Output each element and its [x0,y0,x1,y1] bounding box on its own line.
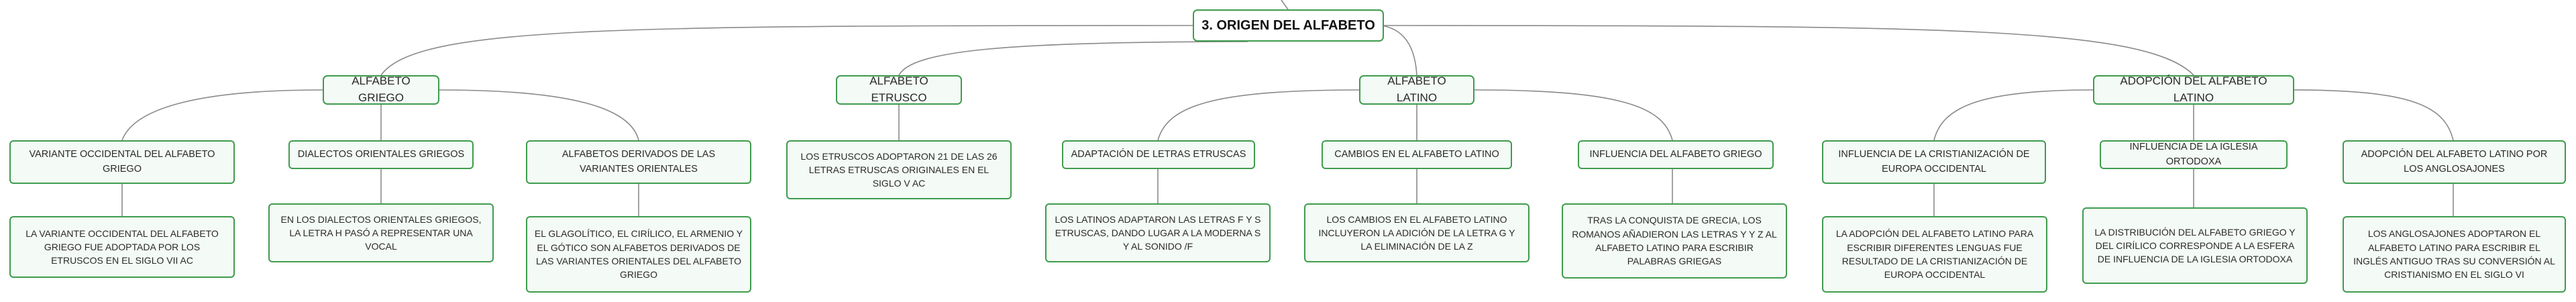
connector-root-griego [380,25,1193,76]
topic-anglosajones[interactable]: ADOPCIÓN DEL ALFABETO LATINO POR LOS ANG… [2343,140,2566,184]
topic-adaptacion-letras-etruscas[interactable]: ADAPTACIÓN DE LETRAS ETRUSCAS [1062,140,1255,169]
topic-alfabetos-derivados[interactable]: ALFABETOS DERIVADOS DE LAS VARIANTES ORI… [526,140,751,184]
connector-latino-influencia [1474,89,1673,141]
topic-cambios-alfabeto-latino[interactable]: CAMBIOS EN EL ALFABETO LATINO [1322,140,1512,169]
connector-root-adopcion [1383,25,2194,76]
topic-influencia-alfabeto-griego[interactable]: INFLUENCIA DEL ALFABETO GRIEGO [1578,140,1774,169]
detail-etrusco[interactable]: LOS ETRUSCOS ADOPTARON 21 DE LAS 26 LETR… [786,140,1012,199]
connector-latino-adaptacion [1157,89,1360,141]
connector-root-etrusco [898,41,1248,76]
root-node[interactable]: 3. ORIGEN DEL ALFABETO [1193,9,1384,42]
detail-influencia-griego[interactable]: TRAS LA CONQUISTA DE GRECIA, LOS ROMANOS… [1562,203,1787,279]
connector-griego-derivados [438,89,639,141]
connector-griego-variante [121,89,323,141]
branch-alfabeto-latino[interactable]: ALFABETO LATINO [1359,74,1474,105]
root-incoming-connector [1281,0,1289,10]
connector-root-latino [1381,25,1417,76]
detail-variante-occidental[interactable]: LA VARIANTE OCCIDENTAL DEL ALFABETO GRIE… [9,216,235,278]
detail-iglesia-ortodoxa[interactable]: LA DISTRIBUCIÓN DEL ALFABETO GRIEGO Y DE… [2082,207,2308,284]
topic-variante-occidental[interactable]: VARIANTE OCCIDENTAL DEL ALFABETO GRIEGO [9,140,235,184]
branch-alfabeto-griego[interactable]: ALFABETO GRIEGO [323,74,439,105]
branch-adopcion-alfabeto-latino[interactable]: ADOPCIÓN DEL ALFABETO LATINO [2093,74,2294,105]
connector-adopcion-anglosajones [2294,89,2454,141]
detail-anglosajones[interactable]: LOS ANGLOSAJONES ADOPTARON EL ALFABETO L… [2343,216,2566,293]
connector-adopcion-cristianizacion [1933,89,2094,141]
topic-cristianizacion[interactable]: INFLUENCIA DE LA CRISTIANIZACIÓN DE EURO… [1822,140,2046,184]
detail-cristianizacion[interactable]: LA ADOPCIÓN DEL ALFABETO LATINO PARA ESC… [1822,216,2047,293]
detail-dialectos-orientales[interactable]: EN LOS DIALECTOS ORIENTALES GRIEGOS, LA … [268,203,494,262]
topic-dialectos-orientales[interactable]: DIALECTOS ORIENTALES GRIEGOS [288,140,474,169]
detail-cambios-alfabeto[interactable]: LOS CAMBIOS EN EL ALFABETO LATINO INCLUY… [1304,203,1529,262]
detail-alfabetos-derivados[interactable]: EL GLAGOLÍTICO, EL CIRÍLICO, EL ARMENIO … [526,216,751,293]
branch-alfabeto-etrusco[interactable]: ALFABETO ETRUSCO [836,74,962,105]
detail-adaptacion-letras[interactable]: LOS LATINOS ADAPTARON LAS LETRAS F Y S E… [1045,203,1271,262]
topic-iglesia-ortodoxa[interactable]: INFLUENCIA DE LA IGLESIA ORTODOXA [2100,140,2288,169]
